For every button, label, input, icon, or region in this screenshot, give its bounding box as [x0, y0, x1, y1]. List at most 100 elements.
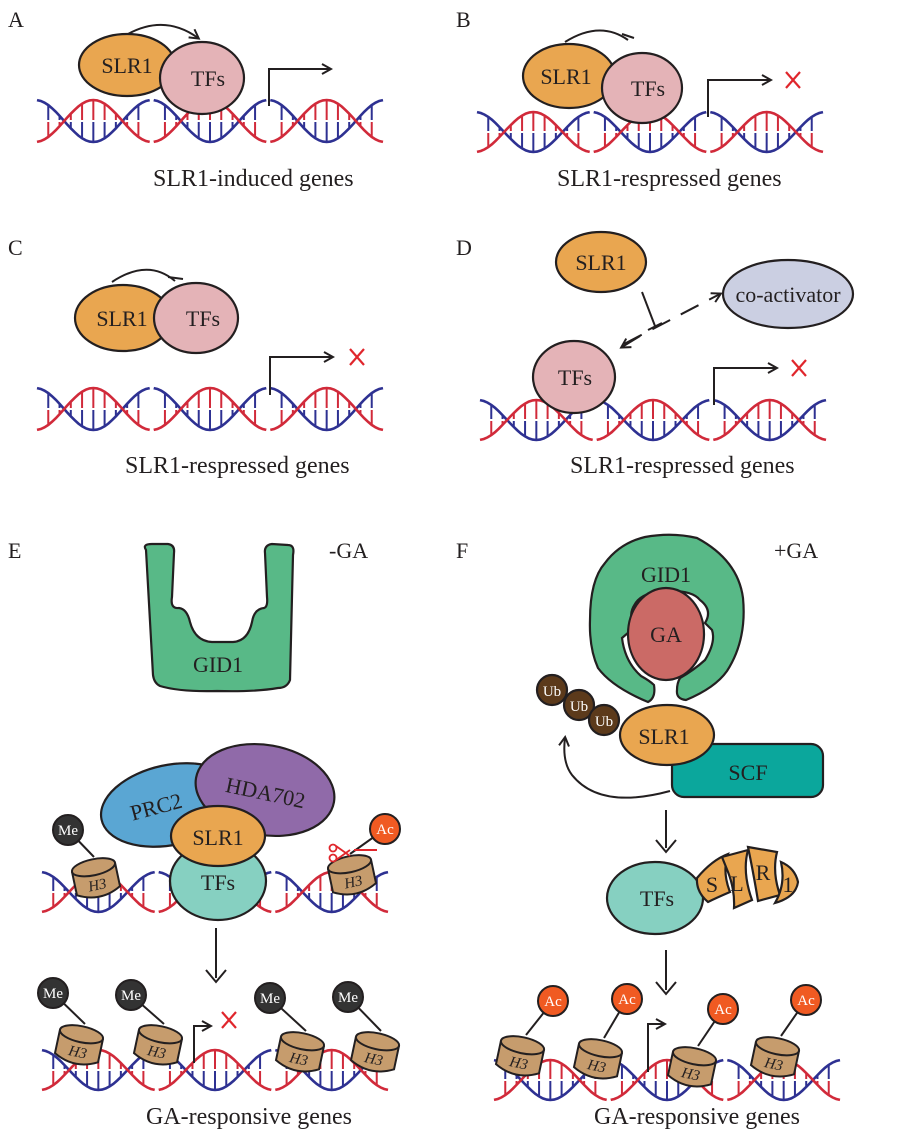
inhibition-line [641, 291, 656, 327]
dna-strand [270, 98, 384, 144]
panel-label-d: D [456, 235, 472, 260]
methyl-mark [52, 814, 84, 846]
tfs-protein [158, 40, 246, 116]
condition-label: -GA [329, 538, 368, 563]
me-label: Me [43, 986, 63, 1002]
repression-x-icon [785, 71, 801, 89]
inhibition-arc [564, 29, 629, 43]
gid1-label: GID1 [641, 562, 691, 587]
svg-text:Ub: Ub [595, 714, 613, 730]
panel-caption: SLR1-induced genes [153, 166, 354, 192]
process-arrowhead [655, 839, 677, 854]
slr1-protein [618, 703, 716, 767]
coactivator-label: co-activator [735, 282, 841, 307]
h3-label: H3 [362, 1050, 384, 1070]
svg-text:Ub: Ub [543, 684, 561, 700]
svg-text:1: 1 [783, 872, 794, 897]
dna-helix [479, 398, 827, 442]
panel-a: A SLR1 TFs SLR1-induced genes [8, 7, 384, 192]
dna-strand [41, 1048, 155, 1092]
process-arrowhead [655, 981, 677, 996]
h3-histone: H3 [749, 1036, 801, 1078]
panel-label-a: A [8, 7, 24, 32]
inhibition-bar [167, 276, 184, 280]
me-label: Me [121, 988, 141, 1004]
dna-strand [153, 386, 267, 432]
inhibition-arc [111, 268, 176, 283]
me-label: Me [260, 991, 280, 1007]
inhibition-bar [647, 322, 663, 331]
dna-strand [476, 110, 590, 154]
dna-strand [479, 398, 593, 442]
dna-strand [153, 98, 267, 144]
repression-x-icon [349, 348, 365, 366]
dna-strand [476, 110, 590, 154]
panel-label-c: C [8, 235, 23, 260]
activation-arrow [127, 23, 198, 38]
nucleosome-methylated: H3 Me [332, 981, 401, 1073]
acetyl-mark [611, 983, 643, 1015]
h3-histone: H3 [132, 1024, 184, 1066]
tfs-protein [152, 281, 240, 355]
panel-caption: GA-responsive genes [146, 1104, 352, 1130]
nucleosome-methylated: H3 Me [115, 979, 184, 1066]
tfs-label: TFs [186, 306, 220, 331]
panel-caption: GA-responsive genes [594, 1104, 800, 1130]
methyl-mark [115, 979, 147, 1011]
slr1-label: SLR1 [540, 64, 591, 89]
svg-text:R: R [756, 860, 771, 885]
dna-strand [270, 98, 384, 144]
panel-d: D SLR1 co-activator TFs SLR1-respressed … [456, 230, 855, 479]
dna-helix [36, 386, 384, 432]
transcription-start-arrow [647, 1024, 664, 1072]
panel-label-b: B [456, 7, 471, 32]
acetyl-mark [537, 985, 569, 1017]
panel-label-e: E [8, 538, 21, 563]
acetyl-mark [369, 813, 401, 845]
slr1-protein [169, 804, 267, 868]
ubiquitin: Ub [587, 703, 621, 737]
dna-strand [713, 398, 827, 442]
me-label: Me [338, 990, 358, 1006]
panel-label-f: F [456, 538, 468, 563]
slr1-fragment [720, 848, 754, 910]
h3-label: H3 [679, 1065, 701, 1085]
h3-histone: H3 [274, 1031, 326, 1073]
ac-label: Ac [618, 992, 636, 1008]
process-arrowhead [205, 969, 227, 984]
acetyl-mark [790, 984, 822, 1016]
me-label: Me [58, 823, 78, 839]
interaction-arrow-to-coactivator [623, 294, 720, 345]
dna-strand [270, 386, 384, 432]
repression-x-icon [791, 359, 807, 377]
slr1-label: SLR1 [192, 825, 243, 850]
svg-text:Ub: Ub [570, 699, 588, 715]
slr1-label: SLR1 [638, 724, 689, 749]
ga-label: GA [650, 622, 682, 647]
dna-strand [41, 870, 155, 914]
dna-strand [727, 1058, 841, 1102]
panel-caption: SLR1-respressed genes [557, 166, 782, 192]
dna-strand [36, 386, 150, 432]
slr1-fragment [772, 860, 800, 905]
tfs-protein [531, 339, 617, 415]
scissors-icon [328, 843, 377, 863]
degraded-slr1-fragments: S L R 1 [695, 845, 800, 910]
panel-caption: SLR1-respressed genes [125, 453, 350, 479]
slr1-label: SLR1 [96, 306, 147, 331]
scf-label: SCF [728, 760, 767, 785]
inhibition-bar [621, 33, 635, 39]
dna-strand [593, 110, 707, 154]
repression-x-icon [221, 1011, 237, 1029]
h3-histone: H3 [349, 1031, 401, 1073]
ubiquitination-arrow [564, 738, 671, 799]
slr1-fragment [695, 852, 732, 904]
coactivator-protein [721, 258, 855, 330]
tfs-protein [600, 51, 684, 125]
panel-c: C SLR1 TFs SLR1-respressed genes [8, 235, 384, 479]
acetyl-mark [707, 993, 739, 1025]
